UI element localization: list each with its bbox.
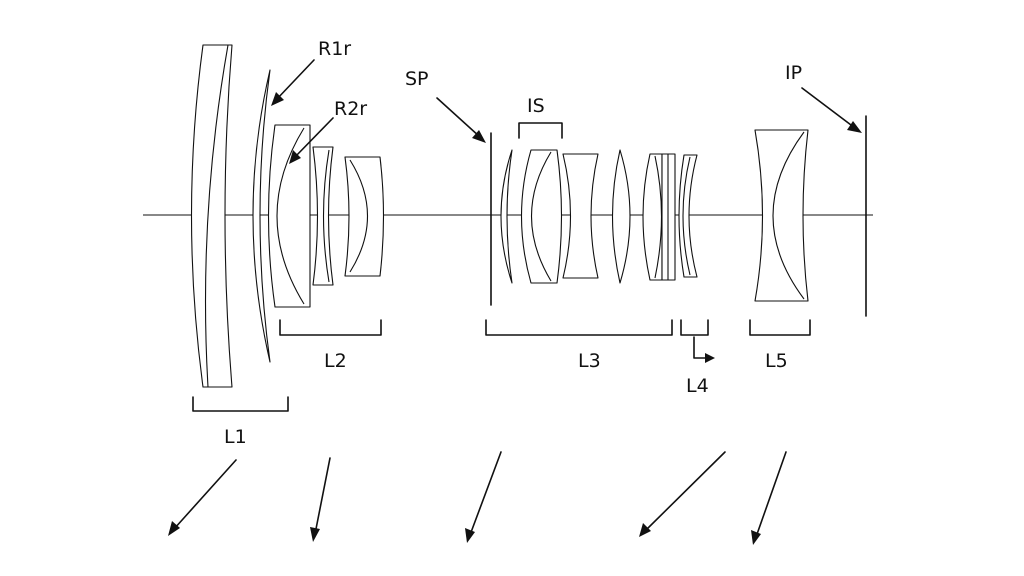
arrow-ip-head	[847, 121, 862, 133]
bracket-l3	[485, 319, 673, 336]
lens-interface-l4-a	[682, 156, 691, 276]
arrow-l4	[693, 336, 710, 359]
lower-arrow-1	[173, 459, 237, 530]
lower-arrow-5-head	[751, 530, 761, 545]
lower-arrow-4	[644, 451, 726, 532]
arrow-l4-head	[705, 353, 715, 363]
lens-element-l3-b	[520, 149, 563, 284]
label-l2: L2	[324, 350, 347, 372]
lower-arrow-5	[755, 451, 787, 538]
arrow-r2r	[293, 117, 334, 159]
lower-arrow-3-head	[465, 528, 475, 543]
label-ip: IP	[785, 62, 802, 84]
lens-group-l4	[678, 154, 698, 278]
label-r2r: R2r	[334, 98, 367, 120]
lens-interface-l2-b	[322, 149, 330, 283]
lens-element-l4-a	[678, 154, 698, 278]
label-l1: L1	[224, 426, 247, 448]
bracket-l4	[680, 319, 709, 336]
lens-group-l3	[500, 149, 676, 284]
lens-interface-l2-c	[349, 159, 369, 273]
label-l4: L4	[686, 375, 709, 397]
lower-arrow-1-head	[168, 521, 180, 536]
label-l3: L3	[578, 350, 601, 372]
lens-element-l3-a	[500, 149, 513, 284]
lens-interface-l1-a	[204, 44, 229, 388]
lens-element-l3-d	[611, 149, 631, 284]
arrow-r1r	[275, 59, 315, 101]
arrow-ip	[801, 87, 856, 129]
label-r1r: R1r	[318, 38, 351, 60]
label-is: IS	[527, 95, 545, 117]
lens-element-l1-b	[252, 69, 271, 363]
lower-arrow-4-head	[639, 523, 651, 537]
lens-element-l3-e	[642, 153, 663, 281]
lens-group-l2	[267, 124, 385, 308]
arrow-r2r-head	[289, 150, 301, 164]
pointer-arrows	[271, 59, 862, 363]
lens-interface-l2-a	[276, 127, 305, 305]
arrow-r1r-head	[271, 92, 284, 106]
lens-element-l5-a	[754, 129, 809, 302]
label-l5: L5	[765, 350, 788, 372]
bracket-l2	[279, 319, 382, 336]
arrow-sp-head	[472, 130, 486, 143]
lens-element-l2-c	[344, 156, 385, 277]
lower-arrow-2-head	[310, 527, 320, 542]
bracket-is	[518, 122, 563, 139]
lens-interface-l5-a	[772, 131, 805, 300]
lower-arrow-3	[469, 451, 502, 536]
lower-arrows	[168, 451, 787, 545]
lens-element-l3-c	[562, 153, 599, 279]
lens-interface-l3-b	[530, 151, 552, 282]
lens-group-l1	[190, 44, 271, 388]
lens-element-l2-a	[267, 124, 311, 308]
bracket-l1	[192, 396, 289, 412]
lower-arrow-2	[314, 457, 331, 535]
bracket-l5	[749, 319, 811, 336]
label-sp: SP	[405, 68, 429, 90]
lens-group-l5	[754, 129, 809, 302]
arrow-sp	[436, 97, 481, 138]
lens-element-l1-a	[190, 44, 233, 388]
